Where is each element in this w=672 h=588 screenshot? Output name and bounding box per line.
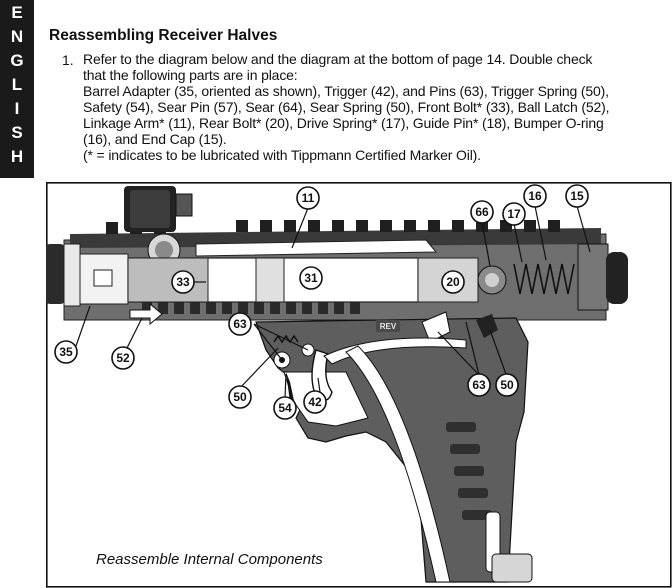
callout-15: 15 [565, 184, 589, 208]
callout-label: 17 [507, 207, 521, 221]
end-cap [577, 243, 628, 311]
callout-label: 31 [304, 271, 318, 285]
step-text-line: (16), and End Cap (15). [83, 131, 227, 147]
language-letter: I [14, 99, 20, 118]
callout-50-right: 50 [495, 373, 519, 397]
callout-label: 63 [472, 378, 486, 392]
callout-66: 66 [470, 200, 494, 224]
callout-label: 52 [116, 351, 130, 365]
callout-63-upper: 63 [228, 312, 252, 336]
grip-frame [255, 317, 533, 583]
linkage-arm [195, 239, 438, 257]
callout-63-lower: 63 [467, 373, 491, 397]
language-letter: L [11, 75, 23, 94]
callout-label: 63 [233, 317, 247, 331]
language-tab: E N G L I S H [0, 0, 34, 178]
step-text-line: (* = indicates to be lubricated with Tip… [83, 147, 481, 163]
callout-label: 20 [446, 275, 460, 289]
rev-stamp: REV [380, 322, 397, 331]
callout-label: 33 [176, 275, 190, 289]
callout-54: 54 [273, 396, 297, 420]
step-text-line: Safety (54), Sear Pin (57), Sear (64), S… [83, 99, 610, 115]
rev-stamp-box [376, 320, 400, 332]
callout-label: 42 [308, 395, 322, 409]
callout-label: 50 [233, 390, 247, 404]
language-letter: N [10, 27, 24, 46]
barrel-adapter [46, 243, 129, 307]
callout-label: 15 [570, 189, 584, 203]
callout-17: 17 [502, 202, 526, 226]
receiver-diagram: REV 11 66 17 16 15 [46, 182, 672, 588]
callout-label: 54 [278, 401, 292, 415]
step-number: 1. [62, 52, 74, 68]
rear-bolt-assembly [477, 263, 575, 295]
step-text-line: Refer to the diagram below and the diagr… [83, 51, 593, 67]
callout-label: 35 [59, 345, 73, 359]
trigger [311, 349, 333, 401]
callout-label: 66 [475, 205, 489, 219]
callout-35: 35 [54, 340, 78, 364]
callout-52: 52 [111, 346, 135, 370]
language-letter: G [10, 51, 24, 70]
callout-label: 50 [500, 378, 514, 392]
callout-11: 11 [296, 186, 320, 210]
step-text-line: that the following parts are in place: [83, 67, 298, 83]
callout-20: 20 [441, 270, 465, 294]
diagram-caption: Reassemble Internal Components [96, 551, 323, 568]
language-letter: H [10, 147, 24, 166]
language-letter: E [11, 3, 23, 22]
step-text-line: Barrel Adapter (35, oriented as shown), … [83, 83, 609, 99]
callout-16: 16 [523, 184, 547, 208]
callout-50-left: 50 [228, 385, 252, 409]
feed-arrow [129, 302, 163, 326]
callout-label: 11 [302, 191, 315, 205]
callout-33: 33 [171, 270, 195, 294]
section-heading: Reassembling Receiver Halves [49, 27, 278, 44]
step-text-line: Linkage Arm* (11), Rear Bolt* (20), Driv… [83, 115, 604, 131]
callout-42: 42 [303, 390, 327, 414]
connecting-link [345, 345, 451, 583]
language-letter: S [11, 123, 23, 142]
callout-label: 16 [528, 189, 542, 203]
callout-31: 31 [299, 266, 323, 290]
